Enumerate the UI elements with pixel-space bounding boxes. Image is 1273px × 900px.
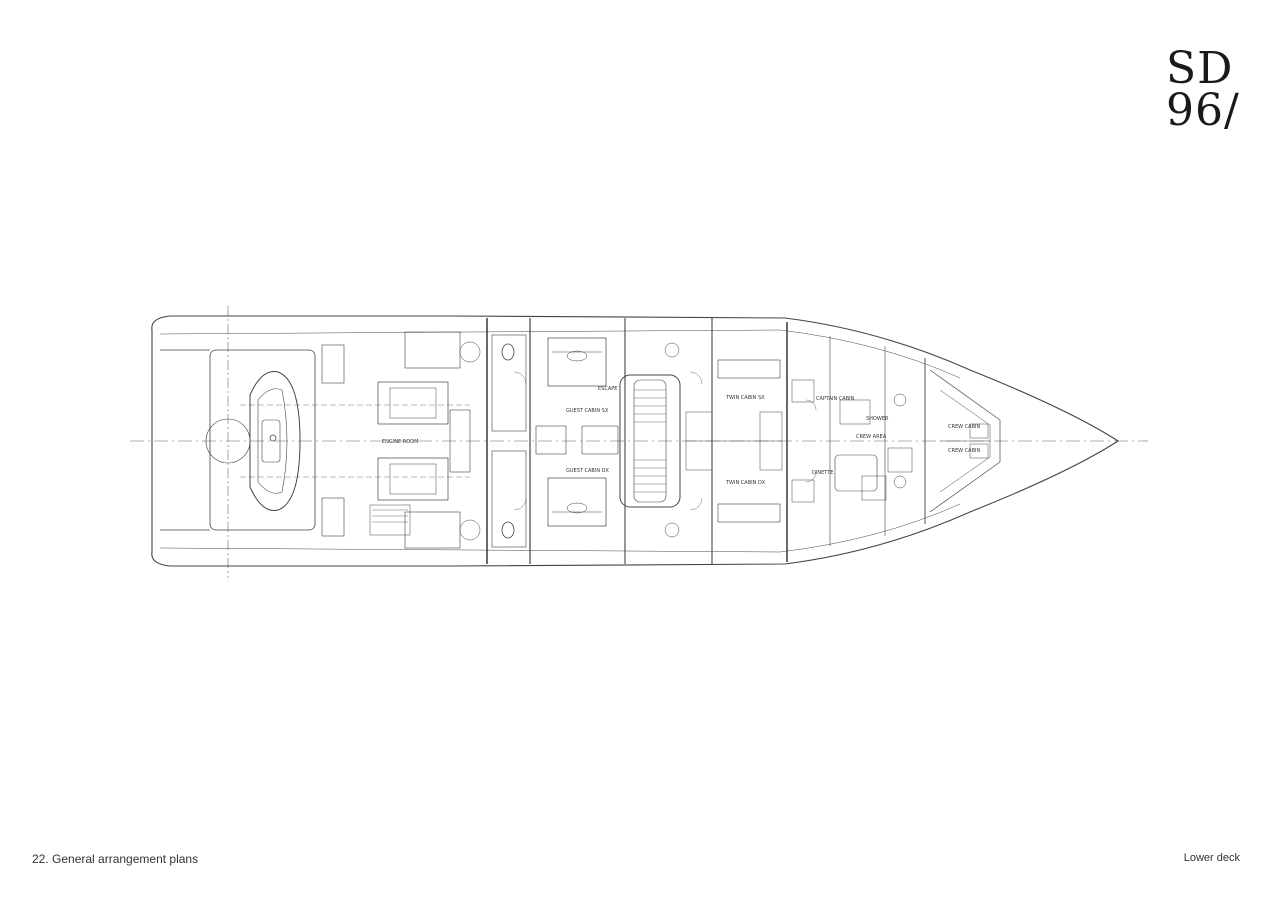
twin-cabins-plan (664, 342, 783, 538)
label-engine-room: ENGINE ROOM (382, 439, 418, 445)
page-caption: 22. General arrangement plans (32, 852, 199, 866)
label-dinette: DINETTE (812, 470, 833, 476)
tender-boat (249, 370, 301, 512)
label-twin-cabin-dx: TWIN CABIN DX (725, 480, 766, 486)
label-captain-cabin: CAPTAIN CABIN (816, 396, 855, 402)
crew-area-plan (791, 336, 913, 546)
forepeak-crew-cabins (924, 358, 1001, 524)
guest-cabin-dx-plan (547, 425, 619, 527)
label-guest-cabin-dx: GUEST CABIN DX (566, 468, 610, 474)
main-staircase (619, 374, 681, 508)
hull-outline (151, 315, 1120, 567)
label-crew-cabin-1: CREW CABIN (948, 424, 980, 430)
logo-line-1: SD (1166, 43, 1234, 94)
logo-line-2: 96/ (1166, 85, 1240, 136)
deck-name: Lower deck (1183, 852, 1240, 864)
brand-logo: SD 96/ (1166, 43, 1246, 136)
engine-room (369, 331, 481, 549)
label-crew-cabin-2: CREW CABIN (948, 448, 980, 454)
label-shower: SHOWER (866, 416, 889, 422)
garage-bay (209, 349, 316, 531)
label-guest-cabin-sx: GUEST CABIN SX (566, 408, 609, 414)
label-escape: ESCAPE (598, 386, 617, 392)
label-crew-area: CREW AREA (856, 434, 887, 440)
label-twin-cabin-sx: TWIN CABIN SX (725, 395, 765, 401)
guest-cabin-sx-plan (535, 337, 607, 455)
